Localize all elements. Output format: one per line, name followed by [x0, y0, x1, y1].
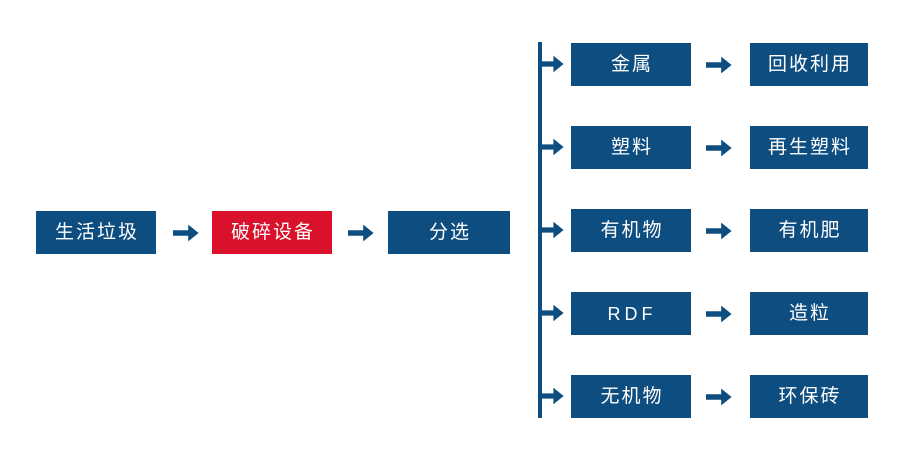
branch-arrow-icon-row-3 [540, 219, 564, 241]
node-crushing-equipment[interactable]: 破碎设备 [212, 211, 332, 254]
node-product-organic-fertilizer[interactable]: 有机肥 [750, 209, 868, 252]
arrow-right-icon-row-3 [706, 220, 732, 242]
node-fraction-rdf[interactable]: RDF [571, 292, 691, 335]
branch-arrow-icon-row-1 [540, 53, 564, 75]
branch-arrow-icon-row-2 [540, 136, 564, 158]
branch-arrow-icon-row-5 [540, 385, 564, 407]
node-fraction-metal[interactable]: 金属 [571, 43, 691, 86]
node-fraction-plastic[interactable]: 塑料 [571, 126, 691, 169]
arrow-right-icon-row-2 [706, 137, 732, 159]
node-product-recycled-plastic[interactable]: 再生塑料 [750, 126, 868, 169]
node-fraction-organic[interactable]: 有机物 [571, 209, 691, 252]
node-fraction-inorganic[interactable]: 无机物 [571, 375, 691, 418]
arrow-right-icon-crusher-to-sorting [348, 222, 374, 244]
node-product-recycling[interactable]: 回收利用 [750, 43, 868, 86]
node-sorting[interactable]: 分选 [388, 211, 510, 254]
node-input-waste[interactable]: 生活垃圾 [36, 211, 156, 254]
node-product-eco-brick[interactable]: 环保砖 [750, 375, 868, 418]
branch-arrow-icon-row-4 [540, 302, 564, 324]
arrow-right-icon-input-to-crusher [173, 222, 199, 244]
node-product-pelletizing[interactable]: 造粒 [750, 292, 868, 335]
arrow-right-icon-row-5 [706, 386, 732, 408]
arrow-right-icon-row-4 [706, 303, 732, 325]
arrow-right-icon-row-1 [706, 54, 732, 76]
